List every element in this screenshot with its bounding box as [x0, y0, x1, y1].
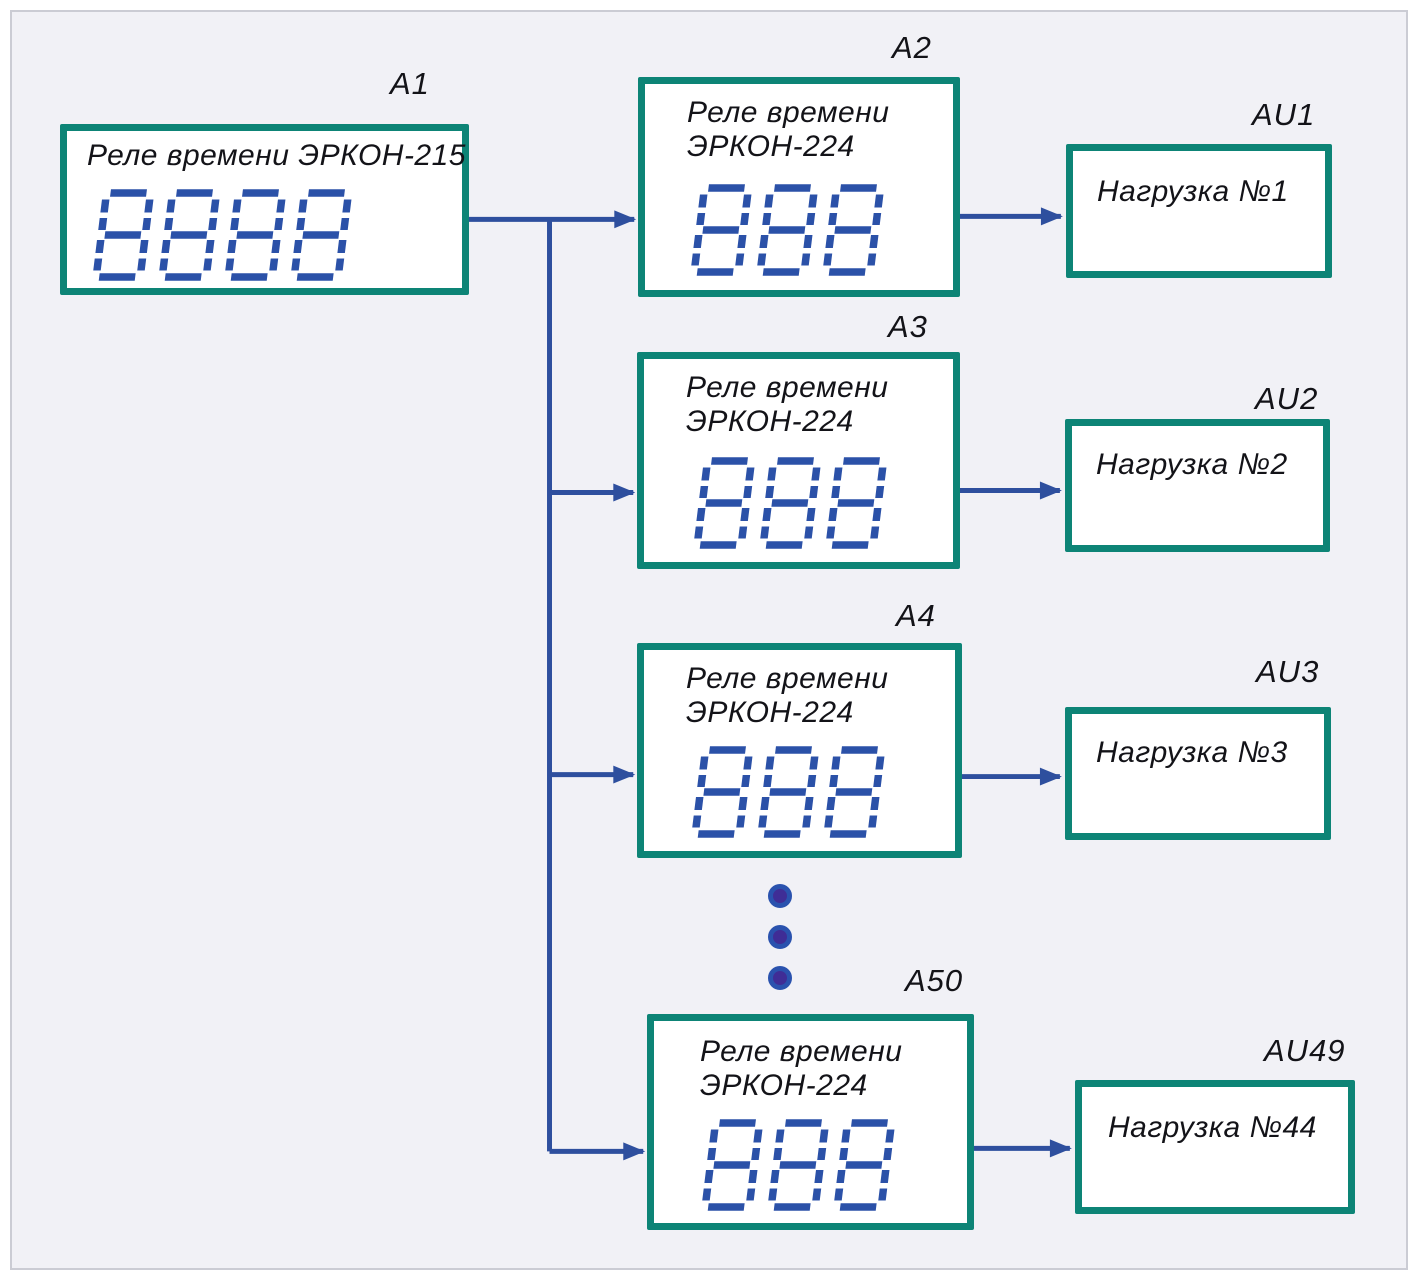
relay-title-line2: ЭРКОН-224 — [686, 405, 854, 438]
seven-segment-display-a3 — [690, 457, 898, 549]
seven-segment-display-a50 — [698, 1119, 906, 1211]
relay-box-a50: Реле времени ЭРКОН-224 — [647, 1014, 974, 1230]
relay-title-line1: Реле времени — [700, 1035, 903, 1068]
load-label-au3: Нагрузка №3 — [1096, 736, 1288, 769]
load-box-au2: Нагрузка №2 — [1065, 419, 1330, 552]
relay-title-line1: Реле времени — [687, 96, 890, 129]
relay-title-line2: ЭРКОН-224 — [700, 1069, 868, 1102]
relay-title-line2: ЭРКОН-224 — [686, 696, 854, 729]
relay-title-a3: Реле времени ЭРКОН-224 — [686, 371, 888, 439]
relay-title-a1: Реле времени ЭРКОН-215 — [87, 139, 466, 172]
seven-segment-display-a1 — [89, 189, 363, 281]
ellipsis-dots — [768, 884, 792, 990]
seven-segment-display-a4 — [688, 746, 896, 838]
ref-label-a1: A1 — [390, 66, 430, 101]
ref-label-a2: A2 — [892, 30, 932, 65]
seven-segment-display-a2 — [687, 184, 895, 276]
diagram-canvas: A1 A2 A3 A4 A50 AU1 AU2 AU3 AU49 Реле вр… — [10, 10, 1408, 1270]
relay-title-a2: Реле времени ЭРКОН-224 — [687, 96, 889, 164]
load-label-au1: Нагрузка №1 — [1097, 175, 1289, 208]
relay-box-a2: Реле времени ЭРКОН-224 — [638, 77, 960, 297]
relay-title-line2: ЭРКОН-224 — [687, 130, 855, 163]
load-label-au2: Нагрузка №2 — [1096, 448, 1288, 481]
relay-title-a4: Реле времени ЭРКОН-224 — [686, 662, 888, 730]
ref-label-au2: AU2 — [1255, 381, 1319, 416]
ref-label-au3: AU3 — [1256, 654, 1320, 689]
relay-box-a4: Реле времени ЭРКОН-224 — [637, 643, 962, 858]
load-label-au49: Нагрузка №44 — [1108, 1111, 1317, 1144]
relay-title-line1: Реле времени — [686, 662, 889, 695]
ref-label-a50: A50 — [905, 963, 964, 998]
ref-label-a3: A3 — [888, 309, 928, 344]
ellipsis-dot — [768, 925, 792, 949]
relay-box-a1: Реле времени ЭРКОН-215 — [60, 124, 469, 295]
ellipsis-dot — [768, 966, 792, 990]
relay-box-a3: Реле времени ЭРКОН-224 — [637, 352, 960, 569]
relay-title-line1: Реле времени — [686, 371, 889, 404]
ref-label-au49: AU49 — [1264, 1033, 1346, 1068]
ref-label-au1: AU1 — [1252, 97, 1316, 132]
load-box-au49: Нагрузка №44 — [1075, 1080, 1355, 1214]
load-box-au1: Нагрузка №1 — [1066, 144, 1332, 278]
ref-label-a4: A4 — [896, 598, 936, 633]
relay-title-a50: Реле времени ЭРКОН-224 — [700, 1035, 902, 1103]
load-box-au3: Нагрузка №3 — [1065, 707, 1331, 840]
ellipsis-dot — [768, 884, 792, 908]
